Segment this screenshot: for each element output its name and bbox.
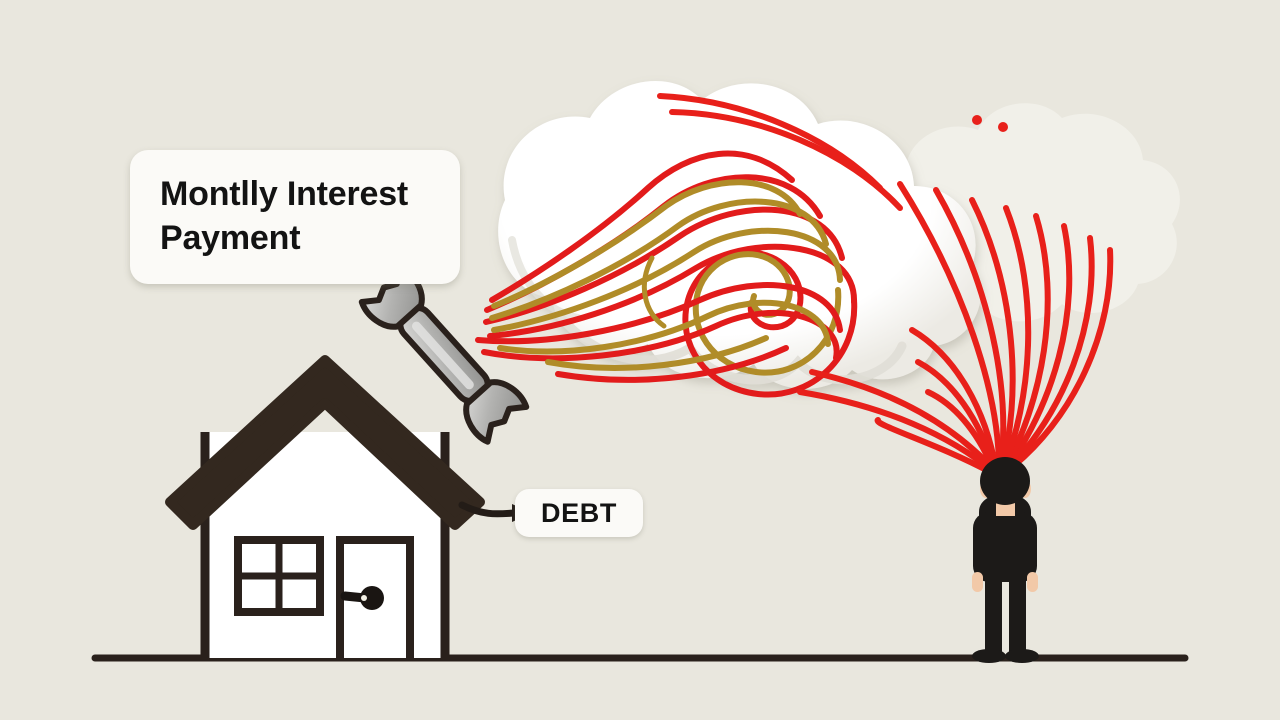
debt-text: DEBT xyxy=(541,497,617,528)
stress-lines xyxy=(657,93,1114,475)
monthly-interest-payment-text: Montlly Interest Payment xyxy=(160,175,409,257)
house-door xyxy=(336,536,414,658)
stress-dot xyxy=(998,122,1008,132)
door-knob xyxy=(360,586,384,610)
stress-swirl xyxy=(475,150,858,398)
monthly-interest-payment-label: Montlly Interest Payment xyxy=(130,150,460,284)
worried-person xyxy=(972,457,1039,663)
house xyxy=(165,355,485,658)
debt-label: DEBT xyxy=(515,489,643,537)
stress-dot xyxy=(972,115,982,125)
wrench xyxy=(358,264,530,445)
house-window xyxy=(234,536,324,616)
